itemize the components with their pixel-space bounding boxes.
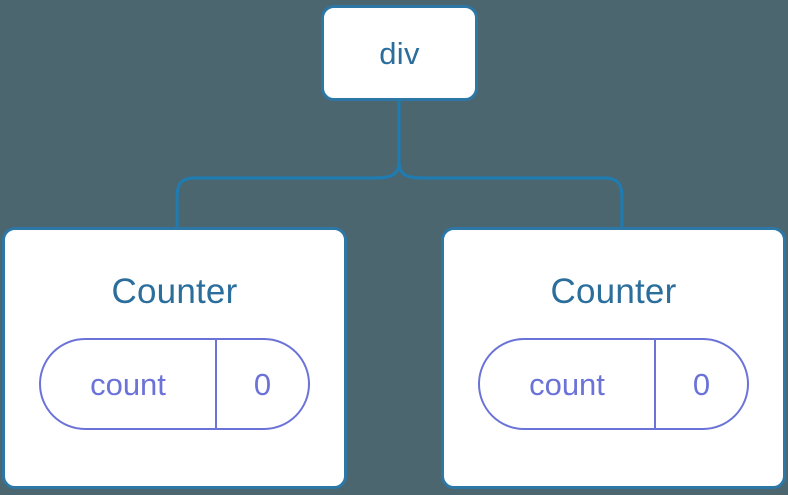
node-div[interactable]: div	[321, 5, 478, 101]
connector-branch-left	[175, 160, 401, 231]
state-pill-left[interactable]: count 0	[39, 338, 310, 430]
node-counter-right[interactable]: Counter count 0	[441, 227, 786, 489]
node-counter-right-label: Counter	[550, 272, 677, 311]
connector-branch-right	[397, 160, 624, 231]
state-value-left: 0	[253, 366, 272, 402]
node-counter-left[interactable]: Counter count 0	[2, 227, 347, 489]
node-div-label: div	[379, 35, 420, 71]
state-key-left: count	[41, 340, 217, 428]
node-counter-left-label: Counter	[111, 272, 238, 311]
state-pill-right[interactable]: count 0	[478, 338, 749, 430]
state-key-right: count	[480, 340, 656, 428]
state-value-right: 0	[692, 366, 711, 402]
